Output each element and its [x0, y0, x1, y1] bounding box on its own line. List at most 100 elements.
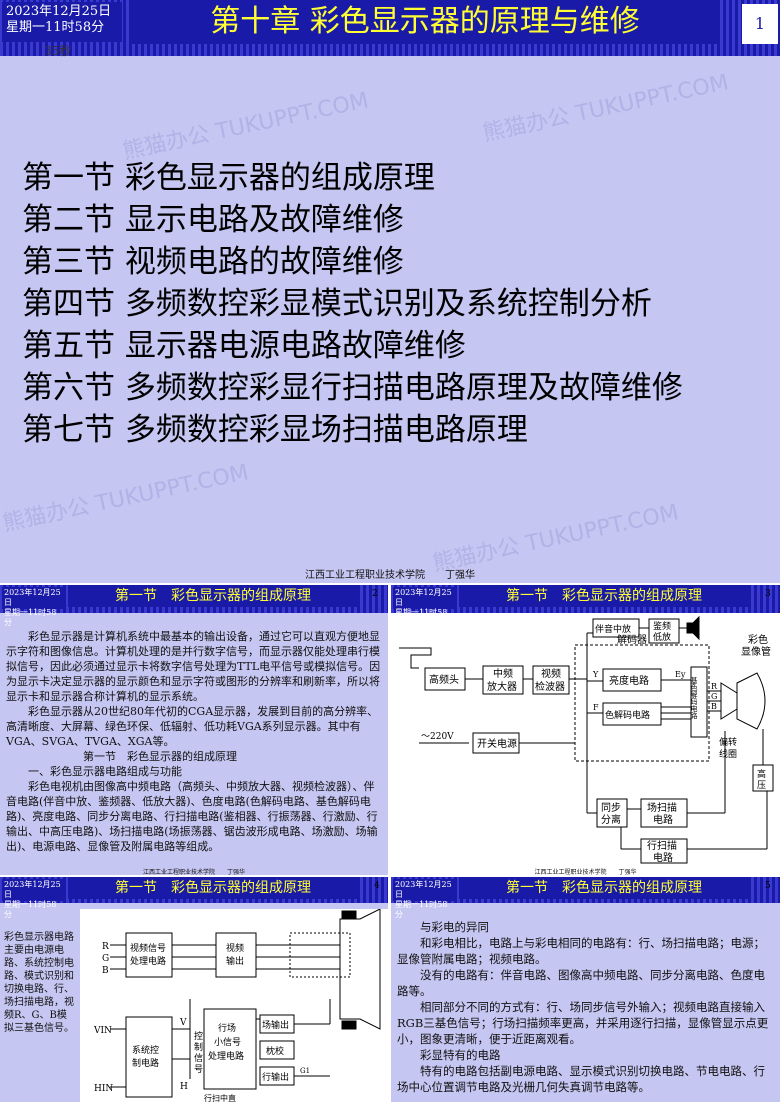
block-fm-detector	[648, 618, 680, 644]
label-g1: G1	[300, 1067, 310, 1075]
label-detector: 检波器	[535, 680, 565, 693]
toc-item[interactable]: 第六节 多频数控彩显行扫描电路原理及故障维修	[22, 370, 683, 406]
label-matrix: 基色解码电路	[690, 676, 698, 720]
label-if-amp: 中频	[493, 667, 513, 680]
block-diagram: R G B 视频信号 处理电路 视频 输出 VIN HIN 系统控 制电路 V …	[93, 909, 381, 1102]
block-chroma	[602, 702, 662, 726]
decoder-frame	[574, 644, 710, 762]
page-number: 3	[765, 589, 771, 599]
side-text: 彩色显示器电路主要由电源电路、系统控制电路、模式识别和切换电路、行、场扫描电路，…	[4, 932, 74, 1034]
label-h: H	[180, 1082, 188, 1092]
block-if-amp	[482, 665, 524, 695]
block-hscan	[640, 838, 688, 864]
label-vin: VIN	[93, 1026, 112, 1036]
block-detector	[532, 665, 570, 695]
paragraph: 彩色显示器从20世纪80年代初的CGA显示器，发展到目前的高分辨率、高清晰度、大…	[6, 705, 379, 748]
paragraph: 彩色电视机由图像高中频电路（高频头、中频放大器、视频检波器）、伴音电路(伴音中放…	[6, 780, 378, 853]
label-video-out: 视频	[226, 942, 244, 954]
label-tuner: 高频头	[429, 673, 459, 686]
slide-footer: 江西工业工程职业技术学院 丁强华	[305, 570, 475, 581]
date-text: 2023年12月25日	[6, 4, 112, 19]
date-text: 2023年12月25日	[395, 880, 452, 899]
label-v-proc: 处理电路	[208, 1050, 244, 1062]
label-f: F	[593, 703, 599, 712]
label-g: G	[711, 692, 717, 701]
page-number: 5	[765, 881, 771, 891]
slide-4-thumbnail[interactable]: 2023年12月25日 星期一11时58分 第一节 彩色显示器的组成原理 4 彩…	[0, 877, 388, 1102]
label-vscan: 场扫描	[647, 801, 677, 814]
watermark: 熊猫办公 TUKUPPT.COM	[480, 70, 731, 147]
slide-body: 彩色显示器是计算机系统中最基本的输出设备，通过它可以直观方便地显示字符和图像信息…	[6, 629, 382, 854]
crt-icon	[736, 672, 766, 730]
label-video-proc: 处理电路	[130, 955, 166, 967]
date-box: 2023年12月25日 星期一11时58分	[2, 879, 64, 919]
coil-icon	[341, 1020, 357, 1030]
page-number: 4	[374, 881, 380, 891]
label-r: R	[711, 682, 718, 691]
label-hscan: 电路	[653, 851, 673, 864]
label-hv: 高	[757, 768, 766, 780]
label-ctrl: 制	[194, 1041, 203, 1053]
label-fm-detector: 低放	[653, 631, 671, 643]
diagram-panel	[80, 909, 388, 1102]
toc-item[interactable]: 第二节 显示电路及故障维修	[22, 202, 404, 238]
slide-3-thumbnail[interactable]: 2023年12月25日 星期一11时58分 第一节 彩色显示器的组成原理 3	[391, 585, 780, 875]
label-hv: 压	[757, 780, 766, 791]
slide-title: 第一节 彩色显示器的组成原理	[459, 877, 749, 899]
coil-icon	[341, 910, 357, 920]
label-ey: Ey	[675, 670, 686, 679]
toc-item[interactable]: 第一节 彩色显示器的组成原理	[22, 160, 435, 196]
paragraph: 和彩电相比，电路上与彩电相同的电路有：行、场扫描电路；电源；显像管附属电路；视频…	[397, 936, 765, 966]
toc-item[interactable]: 第三节 视频电路的故障维修	[22, 244, 404, 280]
label-hin: HIN	[94, 1084, 113, 1094]
time-text: 星期一11时58分	[6, 20, 105, 35]
label-ctrl: 号	[194, 1064, 203, 1075]
date-box: 2023年12月25日 星期一11时58分	[393, 587, 455, 627]
time-text: 星期一11时58分	[4, 608, 57, 627]
block-matrix	[690, 666, 708, 738]
label-crt: 彩色	[748, 633, 768, 646]
paragraph: 与彩电的异同	[420, 920, 489, 934]
label-luma: 亮度电路	[609, 674, 649, 687]
date-box: 2023年12月25日 星期一11时58分	[393, 879, 455, 919]
toc-item[interactable]: 第七节 多频数控彩显场扫描电路原理	[22, 412, 528, 448]
block-v-proc	[203, 1008, 257, 1090]
toc-item[interactable]: 第四节 多频数控彩显模式识别及系统控制分析	[22, 286, 652, 322]
slide-footer: 江西工业工程职业技术学院 丁强华	[142, 869, 245, 875]
seconds-text: 35秒	[44, 44, 72, 58]
paragraph: 相同部分不同的方式有：行、场同步信号外输入；视频电路直接输入RGB三基色信号；行…	[397, 1000, 769, 1046]
label-pincushion: 枕校	[266, 1045, 284, 1057]
label-hscan: 行扫描	[647, 839, 677, 852]
crt-icon	[339, 909, 381, 1030]
paragraph: 特有的电路包括副电源电路、显示模式识别切换电路、节电电路、行场中心位置调节电路及…	[397, 1064, 765, 1094]
label-vscan: 电路	[653, 813, 673, 826]
yoke-icon	[720, 682, 738, 720]
block-sync	[596, 798, 628, 828]
date-text: 2023年12月25日	[4, 588, 61, 607]
block-mcu	[125, 1016, 173, 1098]
paragraph: 没有的电路有：伴音电路、图像高中频电路、同步分离电路、色度电路等。	[397, 968, 765, 998]
antenna-icon	[399, 647, 432, 669]
paragraph: 第一节 彩色显示器的组成原理	[83, 750, 237, 763]
label-ctrl: 信	[194, 1052, 203, 1064]
label-v-proc: 行场	[218, 1022, 236, 1034]
label-video-proc: 视频信号	[130, 942, 166, 954]
label-b: B	[102, 966, 109, 976]
label-g: G	[102, 954, 109, 964]
slide-1[interactable]: 2023年12月25日 星期一11时58分 35秒 第十章 彩色显示器的原理与维…	[0, 0, 780, 583]
toc-item[interactable]: 第五节 显示器电源电路故障维修	[22, 328, 466, 364]
paragraph: 彩显特有的电路	[420, 1048, 501, 1062]
label-vout: 场输出	[262, 1019, 289, 1031]
block-video-out	[215, 932, 257, 978]
watermark: 熊猫办公 TUKUPPT.COM	[120, 88, 371, 165]
label-yoke: 偏转	[719, 736, 737, 748]
paragraph: 彩色显示器是计算机系统中最基本的输出设备，通过它可以直观方便地显示字符和图像信息…	[6, 630, 381, 703]
label-b: B	[711, 702, 717, 711]
page-number: 1	[742, 4, 778, 44]
label-if-amp: 放大器	[487, 680, 517, 693]
label-ctrl: 控	[194, 1030, 203, 1042]
slide-5-thumbnail[interactable]: 2023年12月25日 星期一11时58分 第一节 彩色显示器的组成原理 5 与…	[391, 877, 780, 1102]
paragraph: 一、彩色显示器电路组成与功能	[28, 765, 182, 778]
slide-2-thumbnail[interactable]: 2023年12月25日 星期一11时58分 第一节 彩色显示器的组成原理 2 彩…	[0, 585, 388, 875]
label-v: V	[179, 1018, 187, 1028]
